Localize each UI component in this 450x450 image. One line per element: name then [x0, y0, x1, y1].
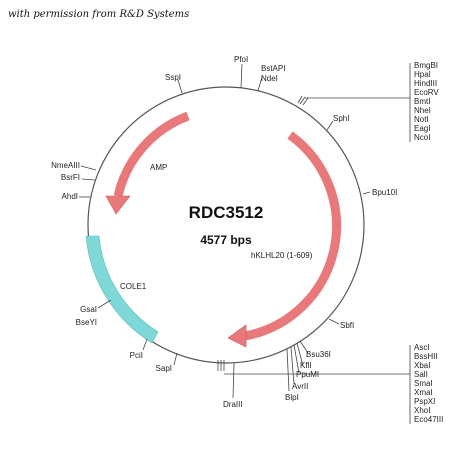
site-bsu36i: Bsu36I — [306, 350, 331, 359]
site-pcii: PciI — [130, 351, 143, 360]
mcs-top-site: EagI — [414, 124, 430, 133]
site-labels: PfoI BstAPI NdeI SspI SphI Bpu10I SbfI N… — [51, 55, 397, 409]
mcs-bottom-site: SmaI — [414, 379, 433, 388]
site-sapi: SapI — [156, 364, 172, 373]
credit-text: with permission from R&D Systems — [8, 9, 190, 20]
amp-label: AMP — [150, 163, 167, 172]
site-nmeaiii: NmeAIII — [51, 161, 80, 170]
mcs-bottom-site: BssHII — [414, 352, 438, 361]
plasmid-size: 4577 bps — [200, 233, 252, 247]
mcs-top-site: HindIII — [414, 79, 437, 88]
mcs-top-site: EcoRV — [414, 88, 439, 97]
site-blpi: BlpI — [285, 393, 299, 402]
mcs-top-site: NotI — [414, 115, 429, 124]
site-pfoi: PfoI — [234, 55, 248, 64]
mcs-bottom-site: XhoI — [414, 406, 430, 415]
site-bseyi: BseYI — [76, 318, 97, 327]
site-ppumi: PpuMI — [296, 370, 319, 379]
site-bsrfi: BsrFI — [61, 173, 80, 182]
amp-arrowhead — [105, 195, 131, 215]
site-sbfi: SbfI — [340, 321, 354, 330]
cole1-label: COLE1 — [120, 282, 147, 291]
mcs-bottom-site: PspXI — [414, 397, 435, 406]
site-ahdi: AhdI — [62, 192, 78, 201]
insert-arrow — [244, 131, 342, 341]
site-sspi: SspI — [165, 73, 181, 82]
site-bpu10i: Bpu10I — [372, 188, 397, 197]
mcs-bottom-site: XmaI — [414, 388, 433, 397]
mcs-bottom-site: AscI — [414, 343, 430, 352]
site-avrii: AvrII — [292, 382, 308, 391]
site-kfli: KflI — [300, 361, 312, 370]
insert-arrowhead — [227, 324, 247, 348]
mcs-top-site: HpaI — [414, 70, 431, 79]
mcs-top-site: NcoI — [414, 133, 430, 142]
site-sphi: SphI — [333, 114, 349, 123]
mcs-top-site: BmtI — [414, 97, 430, 106]
mcs-top-site: NheI — [414, 106, 431, 115]
mcs-bottom-list: AscI BssHII XbaI SalI SmaI XmaI PspXI Xh… — [414, 343, 443, 424]
insert-label: hKLHL20 (1-609) — [251, 251, 313, 260]
site-bstapi: BstAPI — [261, 64, 285, 73]
plasmid-backbone — [87, 86, 365, 364]
mcs-bottom-site: SalI — [414, 370, 428, 379]
mcs-bottom-site: XbaI — [414, 361, 430, 370]
mcs-top-list: BmgBI HpaI HindIII EcoRV BmtI NheI NotI … — [414, 61, 439, 142]
site-ndei: NdeI — [261, 74, 278, 83]
amp-arrow — [113, 111, 190, 198]
mcs-bottom-site: Eco47III — [414, 415, 443, 424]
plasmid-name: RDC3512 — [189, 203, 264, 222]
cole1-feature — [85, 235, 159, 344]
site-ticks — [79, 63, 411, 424]
mcs-top-site: BmgBI — [414, 61, 438, 70]
site-draiii: DraIII — [223, 400, 243, 409]
site-gsai: GsaI — [80, 305, 97, 314]
